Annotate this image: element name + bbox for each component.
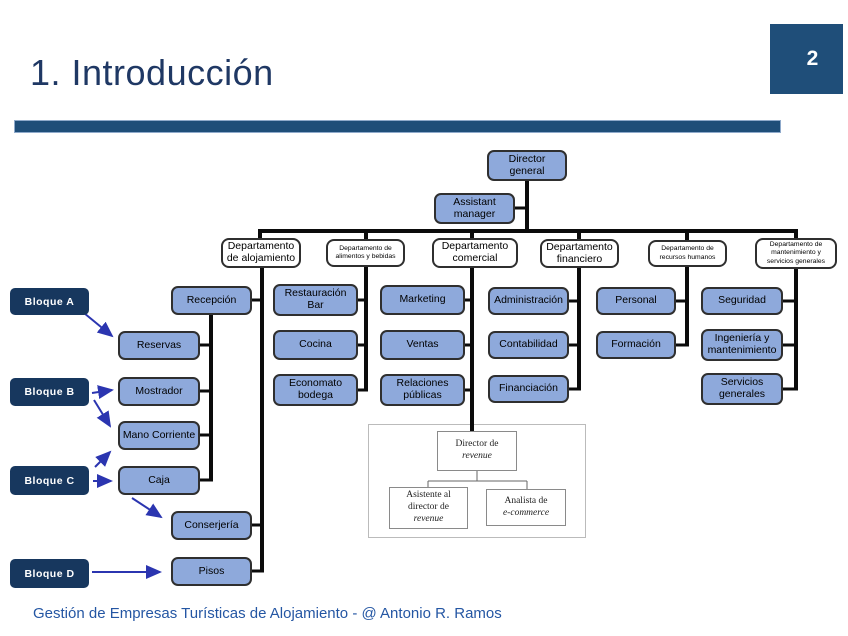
slide-title: 1. Introducción bbox=[30, 52, 274, 93]
org-node-ingenieria-mantenimiento: Ingeniería y mantenimiento bbox=[701, 329, 783, 361]
org-node-servicios-generales: Servicios generales bbox=[701, 373, 783, 405]
revenue-analista-label-em: e-commerce bbox=[502, 507, 550, 518]
revenue-asistente-label-em: revenue bbox=[413, 513, 444, 524]
org-node-cocina: Cocina bbox=[273, 330, 358, 360]
org-node-marketing: Marketing bbox=[380, 285, 465, 315]
revenue-director-box: Director de revenue bbox=[437, 431, 517, 471]
org-node-reservas: Reservas bbox=[118, 331, 200, 360]
org-node-seguridad: Seguridad bbox=[701, 287, 783, 315]
org-node-assistant-manager: Assistant manager bbox=[434, 193, 515, 224]
org-node-pisos: Pisos bbox=[171, 557, 252, 586]
org-node-contabilidad: Contabilidad bbox=[488, 331, 569, 359]
org-node-mano-corriente: Mano Corriente bbox=[118, 421, 200, 450]
bloque-c-label: Bloque C bbox=[10, 466, 89, 495]
org-node-formacion: Formación bbox=[596, 331, 676, 359]
dept-alojamiento: Departamento de alojamiento bbox=[221, 238, 301, 268]
org-node-personal: Personal bbox=[596, 287, 676, 315]
org-node-caja: Caja bbox=[118, 466, 200, 495]
org-node-restauracion-bar: Restauración Bar bbox=[273, 284, 358, 316]
title-underline-bar bbox=[14, 120, 781, 133]
dept-comercial: Departamento comercial bbox=[432, 238, 518, 268]
dept-alimentos-bebidas: Departamento de alimentos y bebidas bbox=[326, 239, 405, 267]
revenue-analista-label: Analista de bbox=[504, 495, 548, 506]
org-node-administracion: Administración bbox=[488, 287, 569, 315]
org-node-economato-bodega: Economato bodega bbox=[273, 374, 358, 406]
bloque-d-label: Bloque D bbox=[10, 559, 89, 588]
footer-credit: Gestión de Empresas Turísticas de Alojam… bbox=[33, 605, 502, 622]
dept-recursos-humanos: Departamento de recursos humanos bbox=[648, 240, 727, 267]
bloque-a-label: Bloque A bbox=[10, 288, 89, 315]
org-node-financiacion: Financiación bbox=[488, 375, 569, 403]
org-node-mostrador: Mostrador bbox=[118, 377, 200, 406]
revenue-asistente-box: Asistente al director de revenue bbox=[389, 487, 468, 529]
revenue-analista-box: Analista de e-commerce bbox=[486, 489, 566, 526]
org-node-recepcion: Recepción bbox=[171, 286, 252, 315]
revenue-director-label-em: revenue bbox=[462, 451, 492, 461]
page-number-box: 2 bbox=[770, 24, 843, 94]
org-node-director-general: Director general bbox=[487, 150, 567, 181]
org-node-ventas: Ventas bbox=[380, 330, 465, 360]
revenue-director-label: Director de bbox=[455, 439, 499, 450]
page-number: 2 bbox=[806, 47, 819, 70]
bloque-b-label: Bloque B bbox=[10, 378, 89, 406]
org-node-relaciones-publicas: Relaciones públicas bbox=[380, 374, 465, 406]
dept-financiero: Departamento financiero bbox=[540, 239, 619, 268]
dept-mantenimiento: Departamento de mantenimiento y servicio… bbox=[755, 238, 837, 269]
org-node-conserjeria: Conserjería bbox=[171, 511, 252, 540]
revenue-asistente-label: Asistente al director de bbox=[406, 490, 451, 513]
